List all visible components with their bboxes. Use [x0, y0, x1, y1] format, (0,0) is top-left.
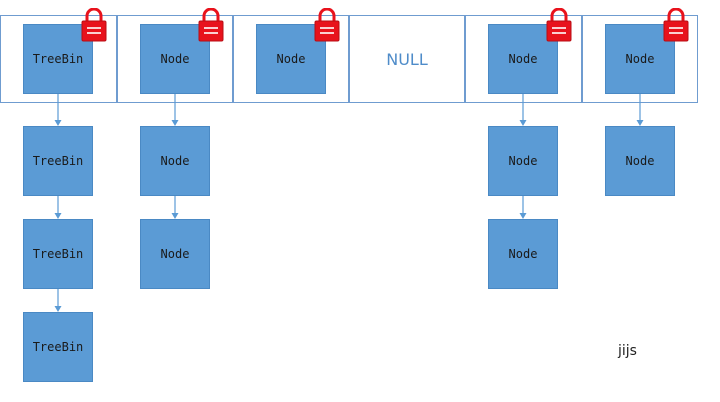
down-arrow-icon: [54, 94, 62, 126]
down-arrow-icon: [54, 196, 62, 219]
down-arrow-icon: [519, 94, 527, 126]
bucket-slot: [349, 15, 465, 103]
bucket-head-node: Node: [605, 24, 675, 94]
padlock-icon: [81, 8, 107, 42]
down-arrow-icon: [54, 289, 62, 312]
down-arrow-icon: [636, 94, 644, 126]
bucket-head-node: Node: [256, 24, 326, 94]
padlock-icon: [198, 8, 224, 42]
down-arrow-icon: [519, 196, 527, 219]
chain-node: Node: [488, 219, 558, 289]
chain-node: Node: [140, 126, 210, 196]
down-arrow-icon: [171, 94, 179, 126]
bucket-head-node: TreeBin: [23, 24, 93, 94]
bucket-head-node: Node: [488, 24, 558, 94]
chain-node: Node: [140, 219, 210, 289]
bucket-head-node: Node: [140, 24, 210, 94]
chain-node: Node: [605, 126, 675, 196]
chain-node: TreeBin: [23, 126, 93, 196]
watermark: jijs: [618, 343, 637, 359]
padlock-icon: [546, 8, 572, 42]
padlock-icon: [663, 8, 689, 42]
chain-node: Node: [488, 126, 558, 196]
chain-node: TreeBin: [23, 219, 93, 289]
null-bucket-label: NULL: [386, 49, 428, 69]
padlock-icon: [314, 8, 340, 42]
chain-node: TreeBin: [23, 312, 93, 382]
down-arrow-icon: [171, 196, 179, 219]
